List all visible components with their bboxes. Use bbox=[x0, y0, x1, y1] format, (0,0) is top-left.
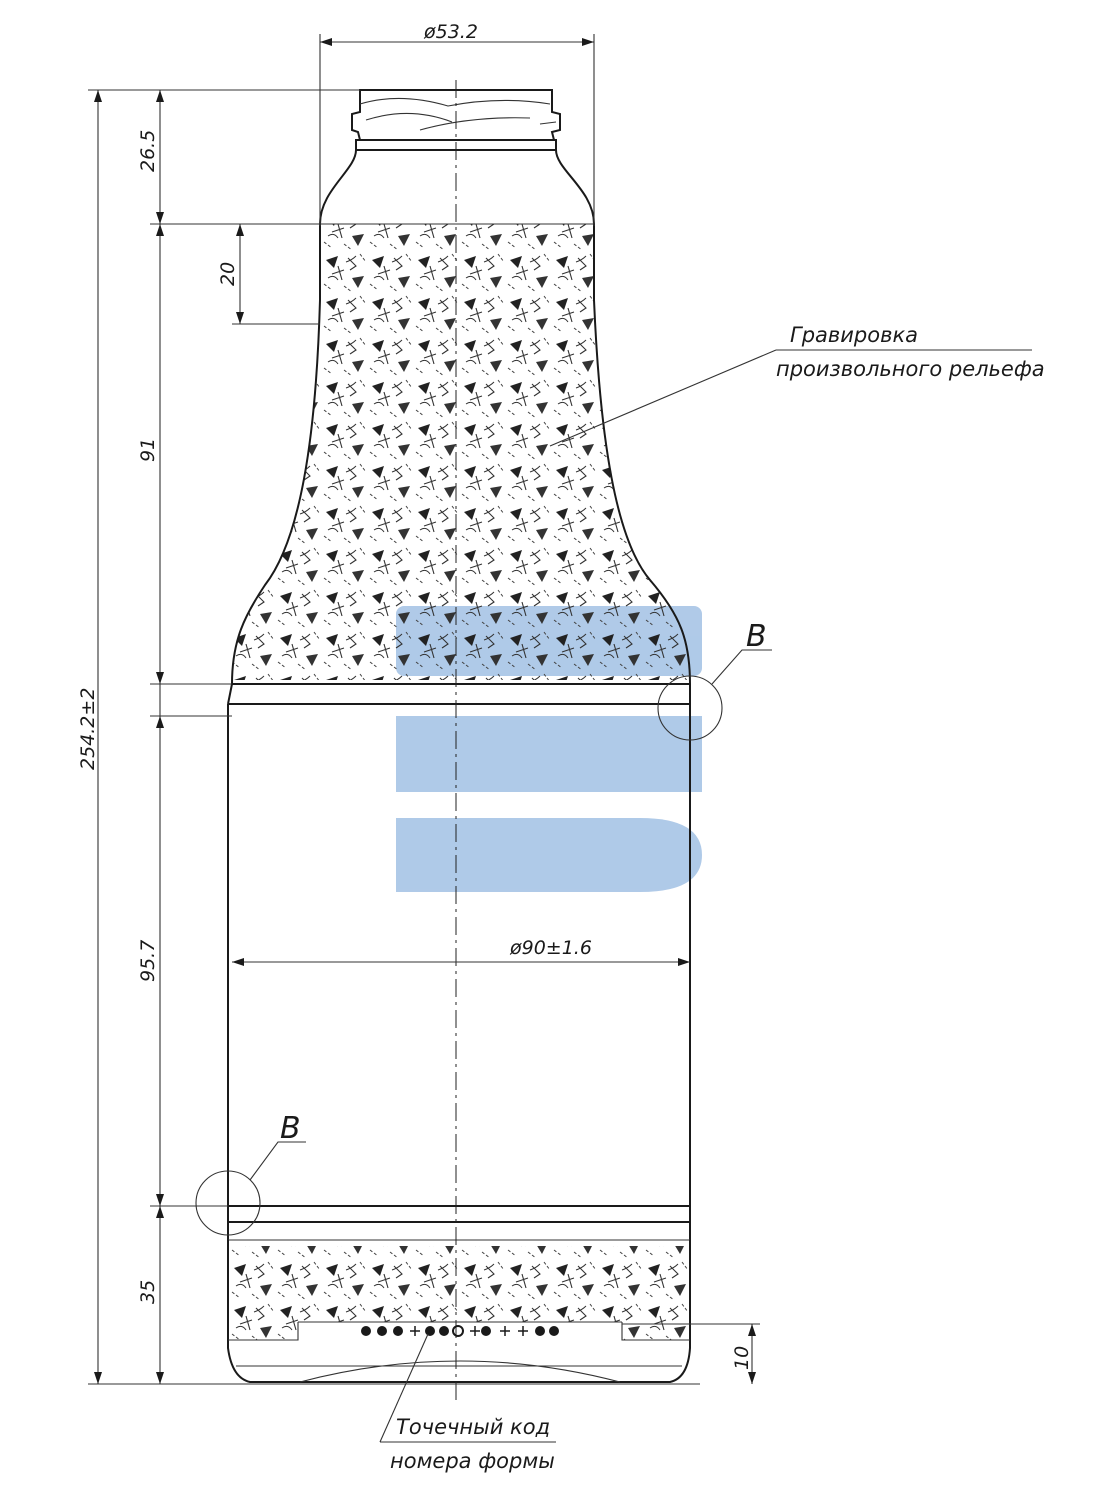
base-offset-dimension bbox=[622, 1323, 760, 1384]
finish-height-label: 26.5 bbox=[137, 130, 159, 172]
dotcode-note-line2: номера формы bbox=[390, 1449, 555, 1473]
engraving-note-line2: произвольного рельефа bbox=[776, 357, 1045, 381]
detail-marker-bottom bbox=[195, 1141, 306, 1236]
shoulder-engraving bbox=[232, 224, 690, 680]
bottom-engraving bbox=[228, 1246, 690, 1340]
label-height-label: 95.7 bbox=[137, 940, 159, 982]
dotcode-leader bbox=[379, 1333, 556, 1443]
body-diameter-label: ø90±1.6 bbox=[509, 937, 592, 959]
engraving-note-line1: Гравировка bbox=[790, 323, 918, 347]
engrave-band-label: 20 bbox=[217, 262, 239, 286]
overall-height-label: 254.2±2 bbox=[77, 688, 99, 770]
bottom-height-label: 35 bbox=[137, 1280, 159, 1304]
bottle-outline bbox=[227, 89, 691, 1383]
engraving-leader bbox=[549, 349, 1032, 447]
top-diameter-dimension bbox=[319, 34, 595, 226]
overall-height-dimension bbox=[88, 89, 700, 1385]
dotcode-note-line1: Точечный код bbox=[396, 1415, 550, 1439]
shoulder-height-label: 91 bbox=[137, 438, 159, 462]
height-chain-dimension bbox=[150, 90, 320, 1384]
detail-marker-top bbox=[657, 649, 772, 741]
dot-code bbox=[361, 1325, 559, 1337]
detail-label-top: B bbox=[746, 619, 767, 654]
body-diameter-dimension bbox=[232, 958, 690, 966]
top-diameter-label: ø53.2 bbox=[423, 21, 478, 43]
base-offset-label: 10 bbox=[731, 1346, 753, 1370]
detail-label-bottom: B bbox=[280, 1111, 301, 1146]
